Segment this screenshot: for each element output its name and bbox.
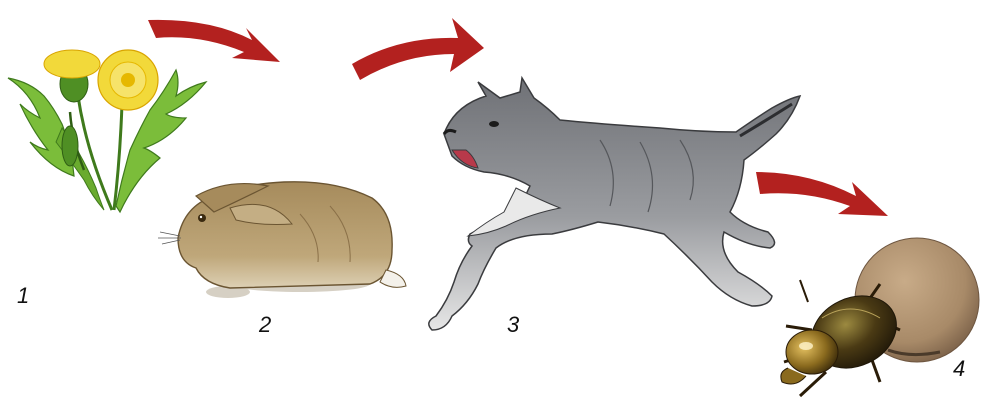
wolf-icon bbox=[429, 78, 800, 330]
stage-1-number: 1 bbox=[17, 285, 29, 307]
arrow-3-icon bbox=[756, 172, 888, 216]
hare-icon bbox=[158, 182, 406, 298]
stage-3-number: 3 bbox=[507, 314, 519, 336]
arrow-2-icon bbox=[352, 18, 484, 80]
dandelion-icon bbox=[8, 50, 206, 212]
stage-2-number: 2 bbox=[259, 314, 271, 336]
stage-4-number: 4 bbox=[953, 358, 965, 380]
arrow-1-icon bbox=[148, 20, 280, 62]
